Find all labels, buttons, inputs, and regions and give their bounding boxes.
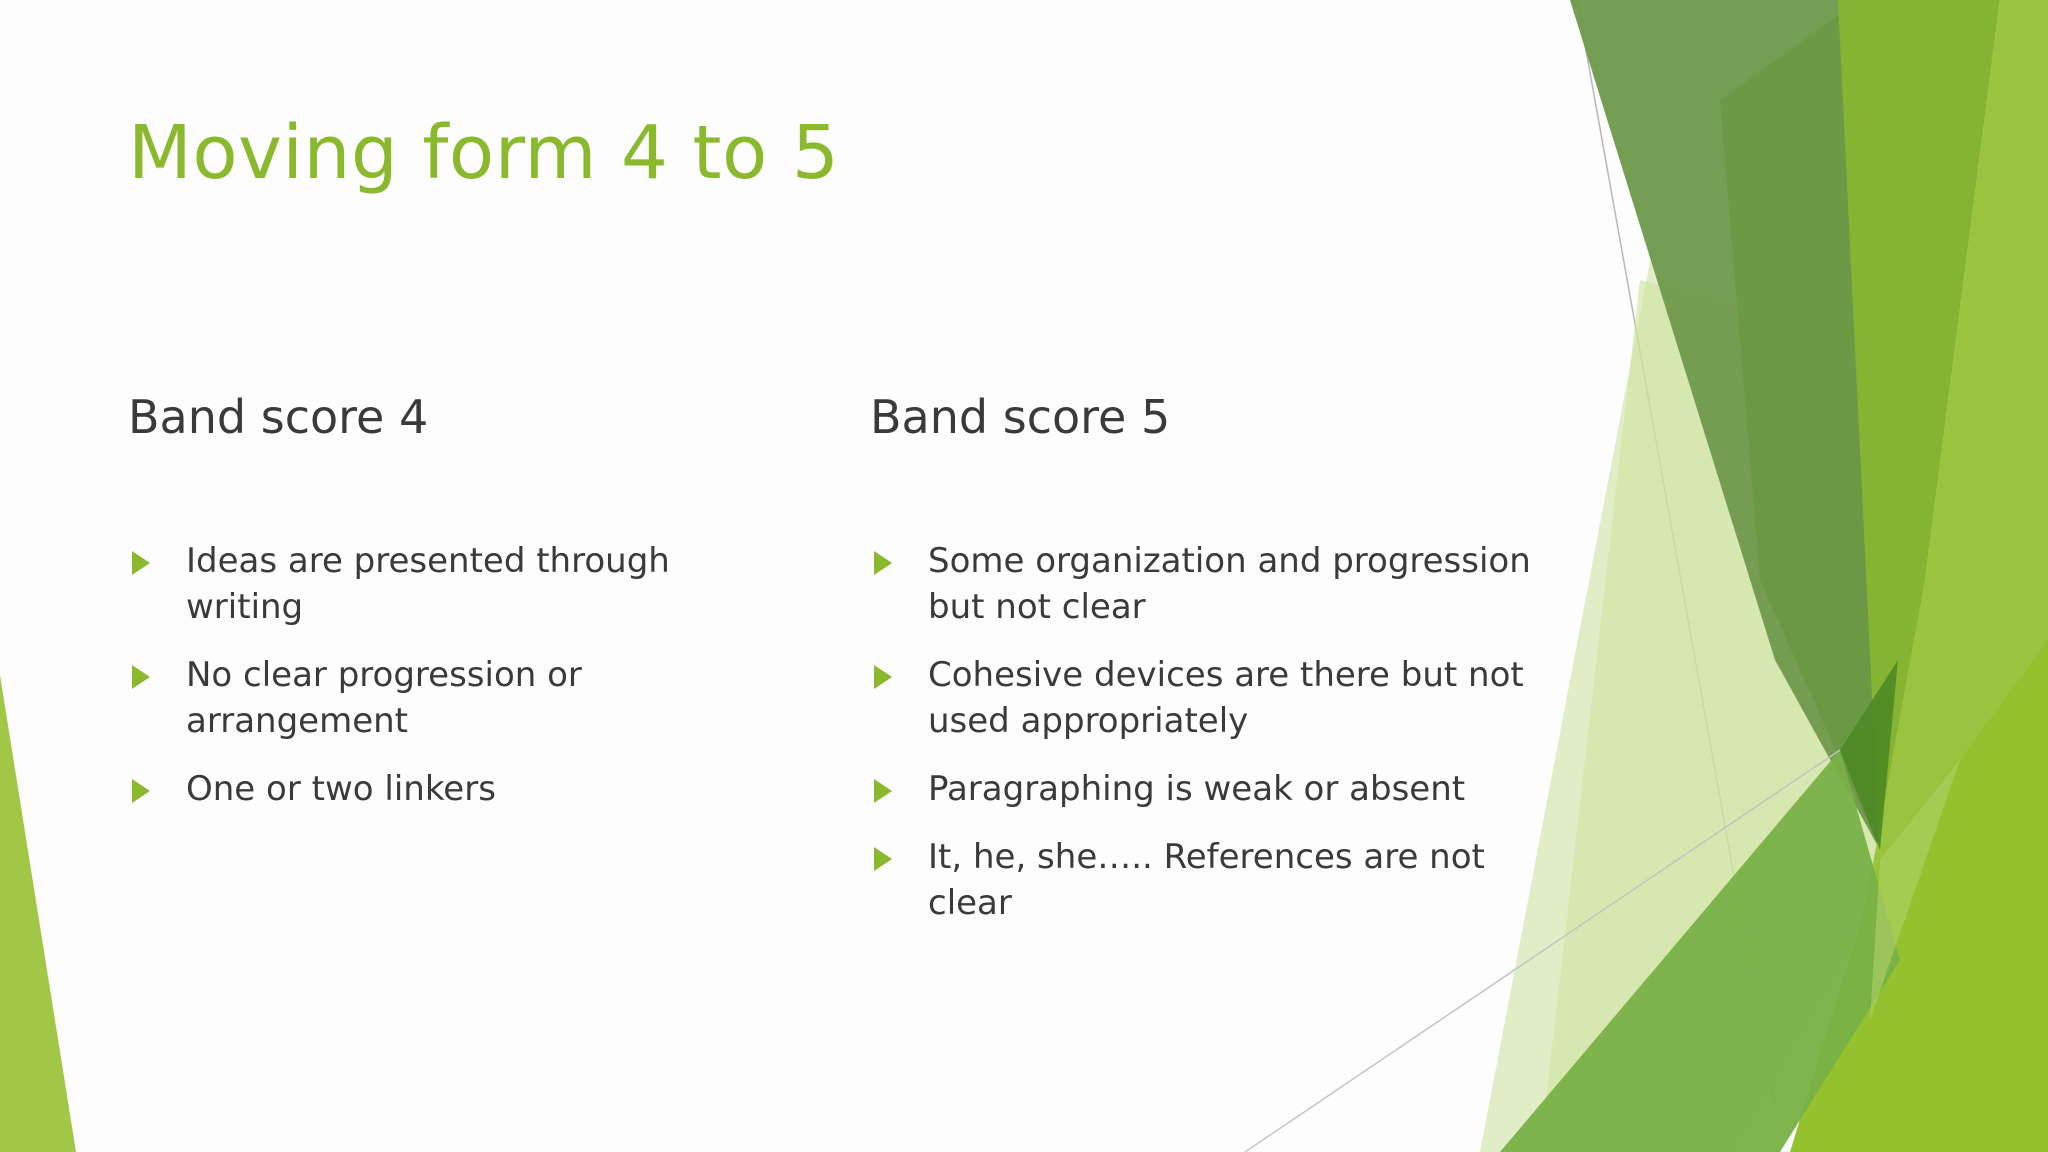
left-facet-shape xyxy=(0,675,76,1152)
bullet-list: Ideas are presented through writing No c… xyxy=(128,538,746,834)
column-band-score-5: Band score 5 Some organization and progr… xyxy=(870,390,1590,923)
bullet-text: One or two linkers xyxy=(186,769,496,809)
highlight-wedge xyxy=(1870,760,1960,1020)
bullet-item: One or two linkers xyxy=(128,766,746,812)
bullet-text: It, he, she….. References are not clear xyxy=(928,837,1485,923)
thin-line-diagonal xyxy=(1244,749,1841,1152)
bullet-text: Some organization and progression but no… xyxy=(928,541,1531,627)
bottom-diagonal-facet xyxy=(1500,750,1900,1152)
bullet-list: Some organization and progression but no… xyxy=(870,538,1568,948)
triangle-right-icon xyxy=(132,551,150,575)
bullet-text: Ideas are presented through writing xyxy=(186,541,670,627)
column-heading: Band score 4 xyxy=(128,390,429,444)
bullet-text: Paragraphing is weak or absent xyxy=(928,769,1466,809)
column-band-score-4: Band score 4 Ideas are presented through… xyxy=(128,390,768,809)
triangle-right-icon xyxy=(874,551,892,575)
bullet-text: Cohesive devices are there but not used … xyxy=(928,655,1524,741)
triangle-right-icon xyxy=(132,779,150,803)
bullet-item: Paragraphing is weak or absent xyxy=(870,766,1568,812)
bullet-item: Some organization and progression but no… xyxy=(870,538,1568,630)
mid-green-facet xyxy=(1838,0,2000,860)
bullet-item: No clear progression or arrangement xyxy=(128,652,746,744)
bullet-item: Cohesive devices are there but not used … xyxy=(870,652,1568,744)
bullet-item: Ideas are presented through writing xyxy=(128,538,746,630)
triangle-right-icon xyxy=(874,665,892,689)
bullet-item: It, he, she….. References are not clear xyxy=(870,834,1568,926)
slide-title: Moving form 4 to 5 xyxy=(128,110,840,196)
triangle-right-icon xyxy=(874,847,892,871)
triangle-right-icon xyxy=(874,779,892,803)
bullet-text: No clear progression or arrangement xyxy=(186,655,582,741)
column-heading: Band score 5 xyxy=(870,390,1171,444)
triangle-right-icon xyxy=(132,665,150,689)
dark-wedge xyxy=(1840,660,1898,850)
